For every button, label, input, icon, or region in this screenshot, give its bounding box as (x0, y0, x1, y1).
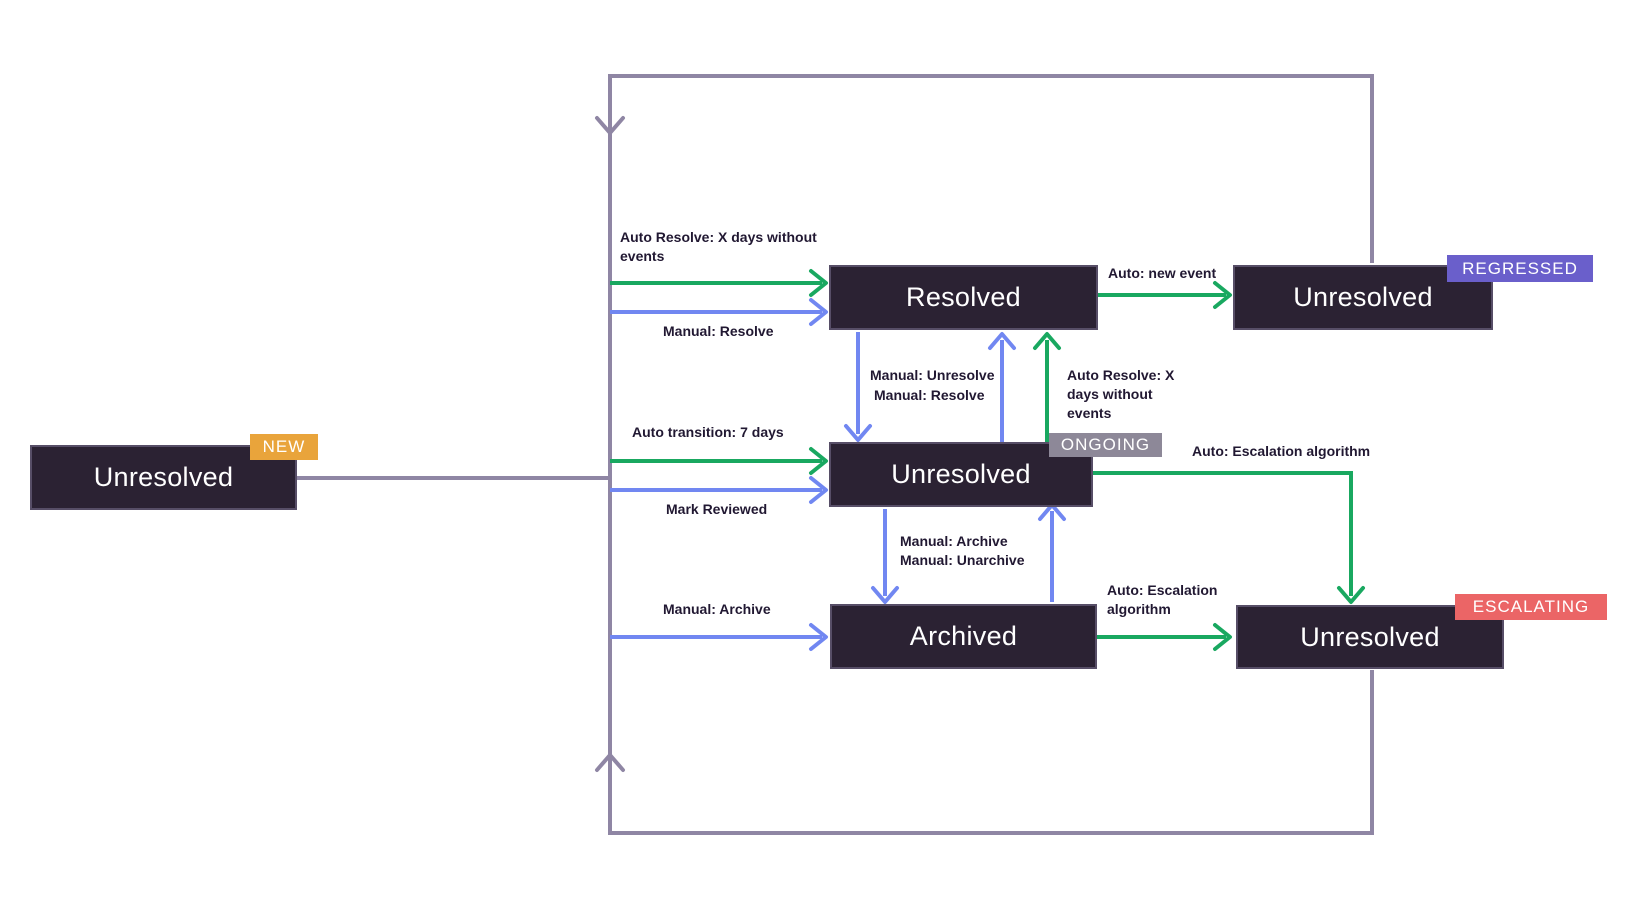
arrowhead-manual-resolve-new (809, 298, 828, 326)
label-auto-new-event: Auto: new event (1108, 265, 1217, 281)
label-manual-archive-new: Manual: Archive (663, 601, 771, 617)
arrowhead-manual-resolve-ongoing (988, 332, 1016, 350)
label-auto-escalation-ongoing: Auto: Escalation algorithm (1192, 443, 1371, 459)
arrow-auto-escalation-ongoing (1093, 471, 1353, 596)
arrowhead-manual-archive-new (809, 623, 828, 651)
loop-up-arrowhead (595, 753, 625, 772)
arrowhead-auto-resolve-ongoing (1033, 332, 1061, 350)
label-manual-unarchive-mid: Manual: Unarchive (900, 552, 1025, 568)
loop-down-arrowhead (595, 116, 625, 135)
arrowhead-auto-escalation-archived (1213, 623, 1232, 651)
label-manual-unresolve: Manual: Unresolve (870, 367, 995, 383)
label-manual-archive-mid: Manual: Archive (900, 533, 1008, 549)
label-manual-resolve-ongoing: Manual: Resolve (874, 387, 985, 403)
state-label: Unresolved (1293, 282, 1433, 312)
loop-line (608, 74, 1374, 835)
arrowhead-mark-reviewed (809, 476, 828, 504)
state-label: Archived (909, 621, 1018, 651)
arrowhead-auto-resolve-new (809, 269, 828, 297)
label-auto-escalation-archived: Auto: Escalation algorithm (1107, 582, 1218, 617)
label-auto-resolve-ongoing: Auto Resolve: X days without events (1067, 367, 1175, 421)
arrowhead-auto-new-event (1213, 281, 1232, 309)
badge-escalating: ESCALATING (1455, 594, 1607, 620)
badge-new: NEW (250, 434, 318, 460)
label-auto-transition: Auto transition: 7 days (632, 424, 784, 440)
arrowhead-auto-transition (809, 447, 828, 475)
label-manual-resolve-new: Manual: Resolve (663, 323, 774, 339)
label-auto-resolve-new: Auto Resolve: X days without events (620, 229, 817, 264)
arrowhead-manual-unresolve (844, 424, 872, 442)
label-mark-reviewed: Mark Reviewed (666, 501, 768, 517)
arrowhead-auto-escalation-ongoing (1337, 586, 1365, 604)
state-box-resolved: Resolved (829, 265, 1098, 330)
state-label: Unresolved (891, 459, 1031, 489)
state-label: Unresolved (93, 462, 234, 492)
arrowhead-manual-archive-mid (871, 586, 899, 604)
state-box-archived: Archived (830, 604, 1097, 669)
badge-regressed: REGRESSED (1447, 255, 1593, 282)
state-label: Unresolved (1300, 621, 1440, 652)
state-label: Resolved (906, 282, 1021, 312)
badge-ongoing: ONGOING (1049, 433, 1162, 457)
